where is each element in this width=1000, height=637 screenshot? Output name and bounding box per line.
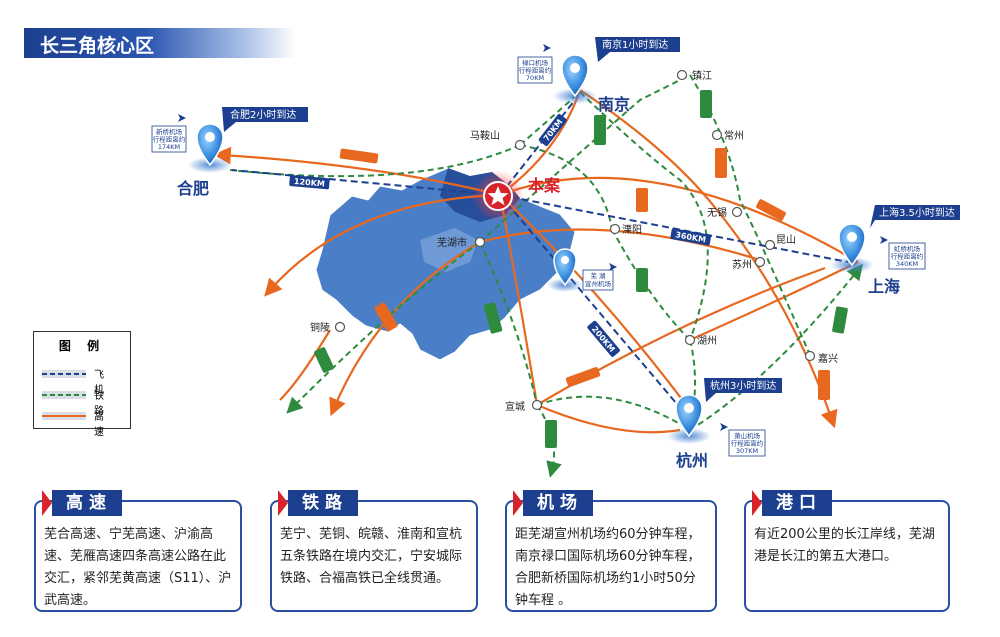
card-highway-text: 芜合高速、宁芜高速、沪渝高速、芜雁高速四条高速公路在此交汇，紧邻芜黄高速（S11… xyxy=(44,527,232,608)
pin-shanghai xyxy=(830,223,874,273)
svg-text:宣州机场: 宣州机场 xyxy=(585,279,612,288)
title-bar: 长三角核心区 xyxy=(24,28,296,58)
rail-network xyxy=(229,74,863,478)
city-nodes xyxy=(334,69,816,411)
legend: 图 例 飞 机 铁 路 高 速 xyxy=(33,331,131,438)
card-rail-text: 芜宁、芜铜、皖赣、淮南和宣杭五条铁路在境内交汇，宁安城际铁路、合福高铁已全线贯通… xyxy=(280,527,463,586)
svg-text:307KM: 307KM xyxy=(736,447,758,455)
rail-line-icon xyxy=(42,391,86,399)
label-shanghai: 上海 xyxy=(868,277,900,296)
svg-text:行程距离约: 行程距离约 xyxy=(891,252,924,261)
airport-box-hangzhou: 萧山机场 行程距离约 307KM xyxy=(720,423,766,457)
label-jiaxing: 嘉兴 xyxy=(818,352,838,365)
project-marker xyxy=(472,170,524,222)
label-kunshan: 昆山 xyxy=(776,234,796,246)
label-liyang: 溧阳 xyxy=(622,223,642,236)
wuhu-district-2 xyxy=(420,228,478,272)
star-icon xyxy=(487,186,509,206)
card-highway: 高速 芜合高速、宁芜高速、沪渝高速、芜雁高速四条高速公路在此交汇，紧邻芜黄高速（… xyxy=(34,490,242,612)
node-suzhou xyxy=(754,256,766,268)
airport-boxes: 禄口机场 行程距离约 70KM 新桥机场 行程距离约 174KM 虹桥机场 行程… xyxy=(151,44,926,457)
legend-rail: 铁 路 xyxy=(42,388,126,417)
label-zhenjiang: 镇江 xyxy=(692,69,712,82)
node-jiaxing xyxy=(804,350,816,362)
label-nanjing: 南京 xyxy=(598,95,630,114)
label-hangzhou: 杭州 xyxy=(676,451,708,470)
legend-plane: 飞 机 xyxy=(42,367,126,396)
project-label: 本案 xyxy=(528,176,561,195)
city-labels: 马鞍山 镇江 常州 无锡 昆山 苏州 溧阳 湖州 嘉兴 宣城 铜陵 芜湖市 xyxy=(310,69,838,413)
svg-text:行程距离约: 行程距离约 xyxy=(153,135,186,144)
callout-shanghai: 上海3.5小时到达 xyxy=(879,206,955,219)
node-xuancheng xyxy=(531,399,543,411)
callouts: 南京1小时到达 合肥2小时到达 上海3.5小时到达 杭州3小时到达 xyxy=(222,37,960,402)
card-rail-tab: 铁路 xyxy=(270,490,358,516)
svg-text:行程距离约: 行程距离约 xyxy=(519,66,552,75)
node-wuxi xyxy=(731,206,743,218)
label-wuhu: 芜湖市 xyxy=(437,236,467,249)
svg-text:174KM: 174KM xyxy=(158,143,180,151)
svg-text:新桥机场: 新桥机场 xyxy=(156,127,183,136)
pin-nanjing xyxy=(553,54,597,104)
svg-text:虹桥机场: 虹桥机场 xyxy=(894,244,921,253)
label-tongling: 铜陵 xyxy=(310,322,330,334)
map: 120KM 70KM 360KM 200KM 马鞍山 镇江 常州 无锡 昆山 苏… xyxy=(151,37,960,478)
svg-text:行程距离约: 行程距离约 xyxy=(731,439,764,448)
label-xuancheng: 宣城 xyxy=(505,400,525,413)
legend-title: 图 例 xyxy=(58,339,106,353)
major-city-labels: 南京 合肥 上海 杭州 xyxy=(177,95,900,470)
label-suzhou: 苏州 xyxy=(732,258,752,271)
label-hefei: 合肥 xyxy=(177,179,209,198)
airport-box-hefei: 新桥机场 行程距离约 174KM xyxy=(151,114,187,153)
card-port-text: 有近200公里的长江岸线，芜湖港是长江的第五大港口。 xyxy=(754,527,935,564)
label-huzhou: 湖州 xyxy=(697,335,717,347)
node-maanshan xyxy=(514,139,526,151)
pin-hefei xyxy=(188,123,232,173)
callout-nanjing: 南京1小时到达 xyxy=(602,38,668,51)
highway-line-icon xyxy=(42,412,86,420)
card-rail: 铁路 芜宁、芜铜、皖赣、淮南和宣杭五条铁路在境内交汇，宁安城际铁路、合福高铁已全… xyxy=(270,490,478,612)
card-airport-text: 距芜湖宣州机场约60分钟车程，南京禄口国际机场60分钟车程，合肥新桥国际机场约1… xyxy=(515,527,701,608)
node-liyang xyxy=(609,223,621,235)
svg-text:禄口机场: 禄口机场 xyxy=(522,58,549,67)
card-airport: 机场 距芜湖宣州机场约60分钟车程，南京禄口国际机场60分钟车程，合肥新桥国际机… xyxy=(505,490,717,612)
page-title: 长三角核心区 xyxy=(40,35,155,57)
distance-hangzhou: 200KM xyxy=(590,324,617,353)
distance-hefei: 120KM xyxy=(294,177,326,189)
card-airport-tab: 机场 xyxy=(505,490,593,516)
legend-highway: 高 速 xyxy=(42,409,126,438)
card-port: 港口 有近200公里的长江岸线，芜湖港是长江的第五大港口。 xyxy=(744,490,950,612)
label-maanshan: 马鞍山 xyxy=(470,129,500,142)
route-tags xyxy=(314,90,848,448)
svg-text:340KM: 340KM xyxy=(896,260,918,268)
airport-box-nanjing: 禄口机场 行程距离约 70KM xyxy=(517,44,553,84)
airport-box-shanghai: 虹桥机场 行程距离约 340KM xyxy=(880,236,926,270)
callout-hangzhou: 杭州3小时到达 xyxy=(710,379,776,392)
node-huzhou xyxy=(684,334,696,346)
card-highway-tab: 高速 xyxy=(34,490,122,516)
pin-local-airport xyxy=(547,248,583,292)
node-zhenjiang xyxy=(676,69,688,81)
pin-hangzhou xyxy=(667,394,711,444)
card-port-tab: 港口 xyxy=(744,490,832,516)
callout-hefei: 合肥2小时到达 xyxy=(230,108,296,121)
svg-text:70KM: 70KM xyxy=(526,74,544,82)
airport-box-local: 芜 湖 宣州机场 xyxy=(582,263,617,291)
node-wuhu xyxy=(474,236,486,248)
label-changzhou: 常州 xyxy=(724,129,744,142)
plane-line-icon xyxy=(42,370,86,378)
label-wuxi: 无锡 xyxy=(707,206,727,219)
svg-text:萧山机场: 萧山机场 xyxy=(734,431,761,440)
node-kunshan xyxy=(764,239,776,251)
svg-text:芜 湖: 芜 湖 xyxy=(590,271,606,280)
node-changzhou xyxy=(711,129,723,141)
node-tongling xyxy=(334,321,346,333)
